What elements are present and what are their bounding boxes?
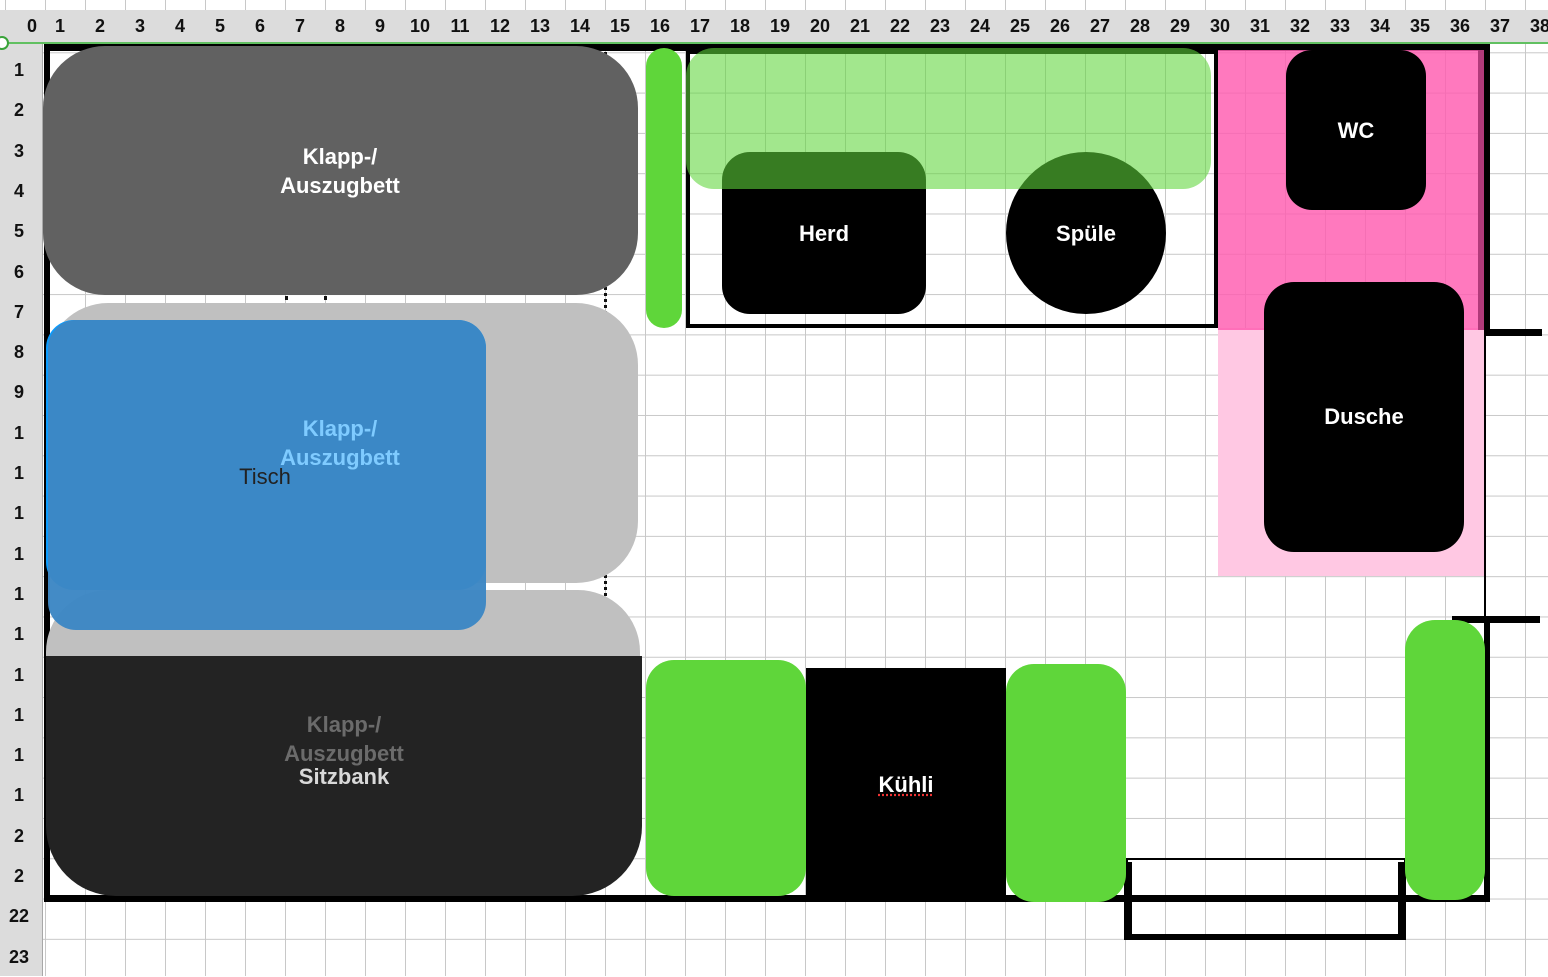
column-header[interactable]: 35: [1409, 16, 1431, 36]
row-header[interactable]: 1: [13, 704, 24, 725]
fridge[interactable]: [806, 668, 1006, 898]
entry-step-frame: [1126, 858, 1406, 940]
row-header[interactable]: 2: [13, 825, 24, 846]
table-label: Tisch: [239, 464, 291, 489]
row-header[interactable]: 23: [8, 946, 30, 967]
row-header[interactable]: 2: [13, 100, 24, 121]
column-header[interactable]: 14: [569, 16, 591, 36]
wall-right-lower: [1484, 618, 1490, 902]
bed-top[interactable]: [43, 46, 638, 295]
column-header[interactable]: 30: [1209, 16, 1231, 36]
toilet[interactable]: [1286, 50, 1426, 210]
column-header[interactable]: 19: [769, 16, 791, 36]
row-header[interactable]: 8: [13, 342, 24, 363]
bench[interactable]: [46, 656, 642, 896]
column-header[interactable]: 23: [929, 16, 951, 36]
bed-bottom-label: Klapp-/ Auszugbett: [284, 712, 404, 766]
column-header[interactable]: 37: [1489, 16, 1511, 36]
column-header[interactable]: 5: [214, 16, 225, 36]
door-jamb: [1484, 336, 1486, 618]
bench-label: Sitzbank: [298, 764, 390, 789]
column-header[interactable]: 2: [94, 16, 105, 36]
row-header[interactable]: 4: [13, 180, 24, 201]
column-header[interactable]: 29: [1169, 16, 1191, 36]
column-header[interactable]: 1: [54, 16, 65, 36]
upper-cabinet[interactable]: [686, 48, 1211, 189]
column-header[interactable]: 22: [889, 16, 911, 36]
column-header[interactable]: 10: [409, 16, 431, 36]
row-header[interactable]: 2: [13, 866, 24, 886]
toilet-label: WC: [1337, 118, 1375, 143]
selection-handle[interactable]: [0, 36, 9, 50]
row-header[interactable]: 1: [13, 543, 24, 564]
wall-bottom: [44, 895, 1490, 902]
column-header[interactable]: 21: [849, 16, 871, 36]
row-header[interactable]: 9: [13, 382, 24, 403]
shower-label: Dusche: [1324, 404, 1404, 429]
column-header[interactable]: 20: [809, 16, 831, 36]
row-header[interactable]: 5: [13, 221, 24, 242]
entry-step-bottom: [1124, 934, 1406, 940]
row-header[interactable]: 1: [13, 503, 24, 524]
column-header[interactable]: 16: [649, 16, 671, 36]
row-header[interactable]: 1: [13, 422, 24, 443]
row-header[interactable]: 1: [13, 664, 24, 685]
wall-right-upper: [1484, 44, 1490, 336]
row-header[interactable]: 1: [13, 583, 24, 604]
column-header[interactable]: 8: [334, 16, 345, 36]
column-header[interactable]: 36: [1449, 16, 1471, 36]
entry-step-right: [1398, 862, 1406, 940]
column-header[interactable]: 17: [689, 16, 711, 36]
column-header[interactable]: 12: [489, 16, 511, 36]
row-header[interactable]: 7: [13, 301, 24, 322]
column-header[interactable]: 11: [450, 16, 470, 36]
column-header[interactable]: 7: [294, 16, 305, 36]
bench-corner: [46, 656, 642, 696]
column-header[interactable]: 33: [1329, 16, 1351, 36]
column-header[interactable]: 13: [529, 16, 551, 36]
sink-label: Spüle: [1056, 221, 1116, 246]
row-header[interactable]: 1: [13, 624, 24, 645]
shower[interactable]: [1264, 282, 1464, 552]
entry-step-left: [1124, 862, 1132, 940]
column-header[interactable]: 9: [374, 16, 385, 36]
row-header[interactable]: 3: [13, 140, 24, 161]
row-header[interactable]: 1: [13, 785, 24, 806]
door-stub-top: [1460, 329, 1542, 336]
selection-indicator: [0, 42, 1548, 44]
wall-top: [44, 44, 1490, 51]
row-header[interactable]: 6: [13, 261, 24, 282]
column-header[interactable]: 27: [1089, 16, 1111, 36]
bed-middle-label: Klapp-/ Auszugbett: [280, 416, 400, 470]
row-header[interactable]: 1: [13, 463, 24, 483]
row-header[interactable]: 22: [8, 906, 30, 927]
fridge-label: Kühli: [878, 772, 934, 797]
bed-top-label: Klapp-/ Auszugbett: [280, 144, 400, 198]
column-header[interactable]: 15: [609, 16, 631, 36]
column-header[interactable]: 38: [1529, 16, 1548, 36]
column-header[interactable]: 28: [1129, 16, 1151, 36]
column-header[interactable]: 4: [174, 16, 185, 36]
column-header[interactable]: 3: [134, 16, 145, 36]
door-cabinet[interactable]: [1405, 620, 1485, 900]
column-header[interactable]: 6: [254, 16, 265, 36]
column-header[interactable]: 24: [969, 16, 991, 36]
column-header[interactable]: 25: [1009, 16, 1031, 36]
column-header[interactable]: 0: [26, 16, 37, 36]
column-header[interactable]: 31: [1249, 16, 1271, 36]
column-header[interactable]: 32: [1289, 16, 1311, 36]
stove-label: Herd: [798, 221, 850, 246]
column-header[interactable]: 26: [1049, 16, 1071, 36]
door-stub-bottom: [1452, 616, 1540, 623]
left-partition: [646, 48, 682, 328]
column-header[interactable]: 18: [729, 16, 751, 36]
row-header[interactable]: 1: [13, 60, 24, 80]
column-header[interactable]: 34: [1369, 16, 1391, 36]
cabinet-right[interactable]: [1006, 664, 1126, 902]
row-header[interactable]: 1: [13, 745, 24, 766]
table[interactable]: [48, 320, 486, 630]
cabinet-left[interactable]: [646, 660, 806, 896]
